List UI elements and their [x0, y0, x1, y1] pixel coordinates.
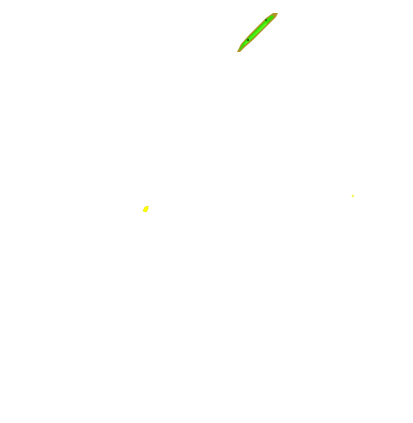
streak-dark-dot — [265, 19, 267, 21]
streak-dark-dot — [246, 38, 250, 42]
speck-shape — [142, 205, 149, 213]
dot-shape — [351, 194, 355, 198]
streak-highlight — [244, 22, 267, 45]
yellow-speck-left — [142, 205, 149, 213]
green-diagonal-streak — [237, 13, 278, 52]
yellow-speck-right — [351, 194, 355, 198]
